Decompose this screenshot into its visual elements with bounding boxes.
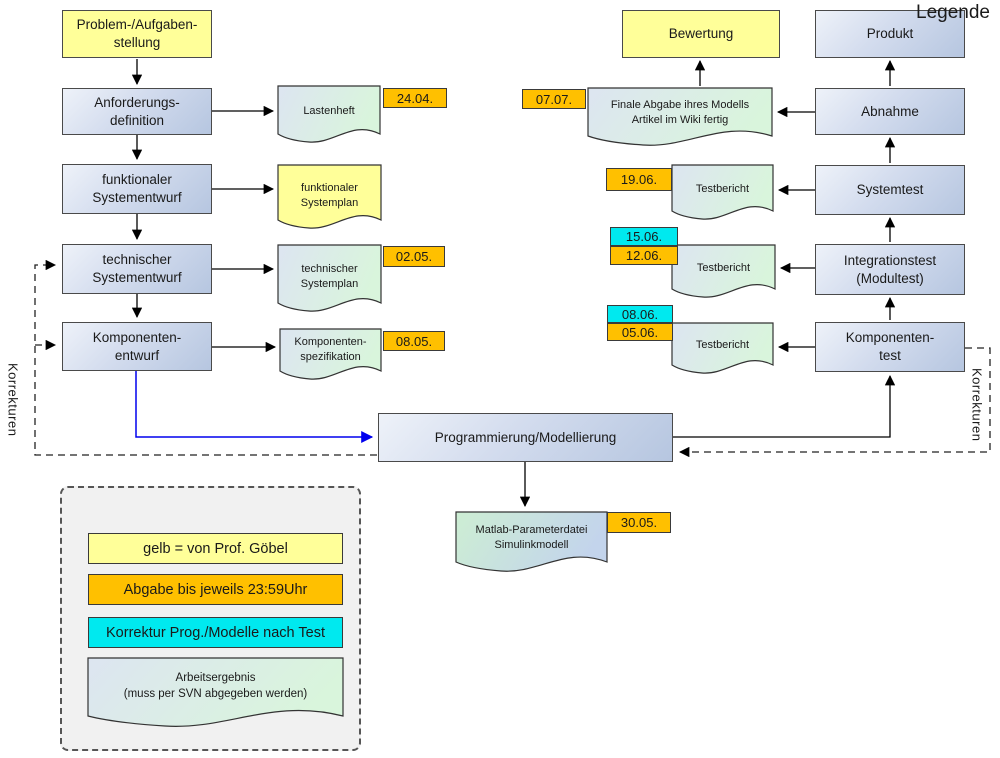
due-tag-lastenheft: 24.04. <box>383 88 447 108</box>
correction-tag-testbericht-komponententest: 08.06. <box>607 305 673 323</box>
correction-tag-testbericht-integrationstest: 15.06. <box>610 227 678 246</box>
legend-item-cyan: Korrektur Prog./Modelle nach Test <box>88 617 343 648</box>
legend-item-yellow: gelb = von Prof. Göbel <box>88 533 343 564</box>
arrow-kompentwurf-to-programmierung-blue <box>135 371 374 443</box>
legend-item-deliverable-label: Arbeitsergebnis (muss per SVN abgegeben … <box>123 672 308 700</box>
process-box-bewertung: Bewertung <box>622 10 780 58</box>
testbericht-komponententest-doc-label: Testbericht <box>695 338 750 351</box>
process-box-technischer-systementwurf: technischer Systementwurf <box>62 244 212 294</box>
lastenheft-doc-label: Lastenheft <box>303 104 355 117</box>
legend-title: Legende <box>916 2 990 23</box>
due-tag-testbericht-komponententest: 05.06. <box>607 323 673 341</box>
finale-abgabe-doc-label: Finale Abgabe ihres Modells Artikel im W… <box>610 99 750 126</box>
process-box-anforderungsdefinition: Anforderungs- definition <box>62 88 212 135</box>
arrow-programmierung-to-komptest <box>673 374 896 438</box>
funktionaler-systemplan-doc-label: funktionaler Systemplan <box>300 182 359 209</box>
komponentenspezifikation-doc-label: Komponenten- spezifikation <box>294 336 367 363</box>
process-box-komponentenentwurf: Komponenten- entwurf <box>62 322 212 371</box>
legend-item-orange: Abgabe bis jeweils 23:59Uhr <box>88 574 343 605</box>
process-box-funktionaler-systementwurf: funktionaler Systementwurf <box>62 164 212 214</box>
process-box-komponententest: Komponenten- test <box>815 322 965 372</box>
due-tag-matlab: 30.05. <box>607 512 671 533</box>
technischer-systemplan-doc-label: technischer Systemplan <box>300 263 359 290</box>
korrekturen-label-right: Korrekturen <box>969 368 985 442</box>
testbericht-integrationstest-doc-label: Testbericht <box>696 261 751 274</box>
due-tag-testbericht-systemtest: 19.06. <box>606 168 672 191</box>
korrekturen-label-left: Korrekturen <box>5 363 21 437</box>
process-box-abnahme: Abnahme <box>815 88 965 135</box>
due-tag-testbericht-integrationstest: 12.06. <box>610 246 678 265</box>
process-box-integrationstest: Integrationstest (Modultest) <box>815 244 965 295</box>
process-box-programmierung-modellierung: Programmierung/Modellierung <box>378 413 673 462</box>
due-tag-techplan: 02.05. <box>383 246 445 267</box>
process-box-systemtest: Systemtest <box>815 165 965 215</box>
due-tag-kompspez: 08.05. <box>383 331 445 351</box>
process-box-problemstellung: Problem-/Aufgaben- stellung <box>62 10 212 58</box>
testbericht-systemtest-doc-label: Testbericht <box>695 182 750 195</box>
matlab-doc-label: Matlab-Parameterdatei Simulinkmodell <box>475 524 588 551</box>
process-box-produkt: Produkt <box>815 10 965 58</box>
due-tag-finale: 07.07. <box>522 89 586 109</box>
